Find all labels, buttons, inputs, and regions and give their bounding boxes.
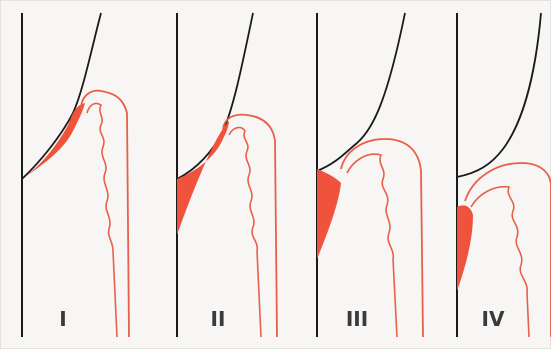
panel-label-2: II	[188, 307, 248, 331]
panel-1	[22, 13, 129, 337]
outline-curve	[317, 13, 405, 171]
outer-contour	[223, 115, 277, 337]
panel-label-3: III	[327, 307, 387, 331]
outline-curve	[177, 13, 253, 179]
panel-label-4: IV	[463, 307, 523, 331]
panel-label-1: I	[33, 307, 93, 331]
panel-4	[457, 13, 551, 337]
outline-curve	[22, 13, 101, 179]
wavy-inner-contour	[87, 103, 117, 337]
wavy-inner-contour	[229, 128, 261, 337]
shaded-region	[317, 169, 341, 259]
shaded-region	[22, 103, 85, 179]
shaded-region	[177, 121, 229, 235]
outer-contour	[81, 91, 129, 337]
panel-3	[317, 13, 423, 337]
shaded-region	[457, 205, 473, 291]
panel-2	[177, 13, 277, 337]
outline-curve	[457, 13, 541, 177]
